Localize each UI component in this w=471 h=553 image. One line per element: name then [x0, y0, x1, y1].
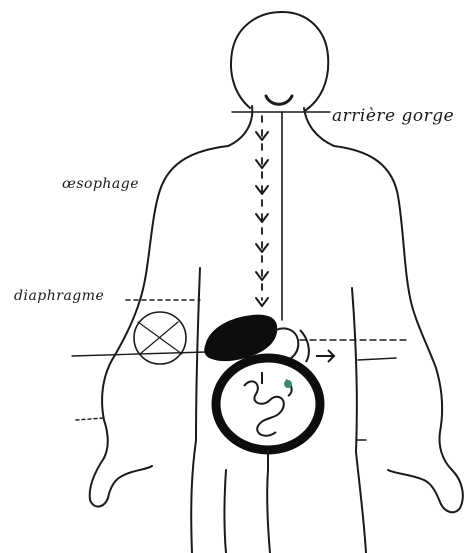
arm-left-inner [122, 466, 152, 476]
label-diaphragm: diaphragme [14, 288, 104, 304]
arm-left [90, 458, 122, 507]
leg-middle-right [267, 470, 270, 553]
neck-right [304, 108, 334, 146]
leg-right [356, 452, 366, 553]
elbow-cross [138, 322, 182, 354]
torso-right [334, 146, 452, 470]
arm-right [424, 470, 463, 512]
stomach-shape [205, 316, 276, 361]
label-esophagus: œsophage [62, 176, 139, 192]
torso-left [102, 146, 228, 458]
right-leader [358, 358, 396, 360]
head-outline [231, 12, 328, 110]
label-throat: arrière gorge [332, 106, 454, 126]
leg-left [191, 440, 196, 553]
intestine-leader [76, 418, 104, 420]
leg-middle-left [225, 470, 227, 553]
arm-right-inner [388, 470, 424, 480]
small-arrow-icon [316, 350, 334, 362]
inner-arm-right [352, 288, 357, 452]
jaw-mark [266, 96, 292, 104]
small-intestine-coils [244, 372, 292, 436]
teal-dot [284, 380, 292, 388]
inner-arm-left [196, 268, 200, 440]
